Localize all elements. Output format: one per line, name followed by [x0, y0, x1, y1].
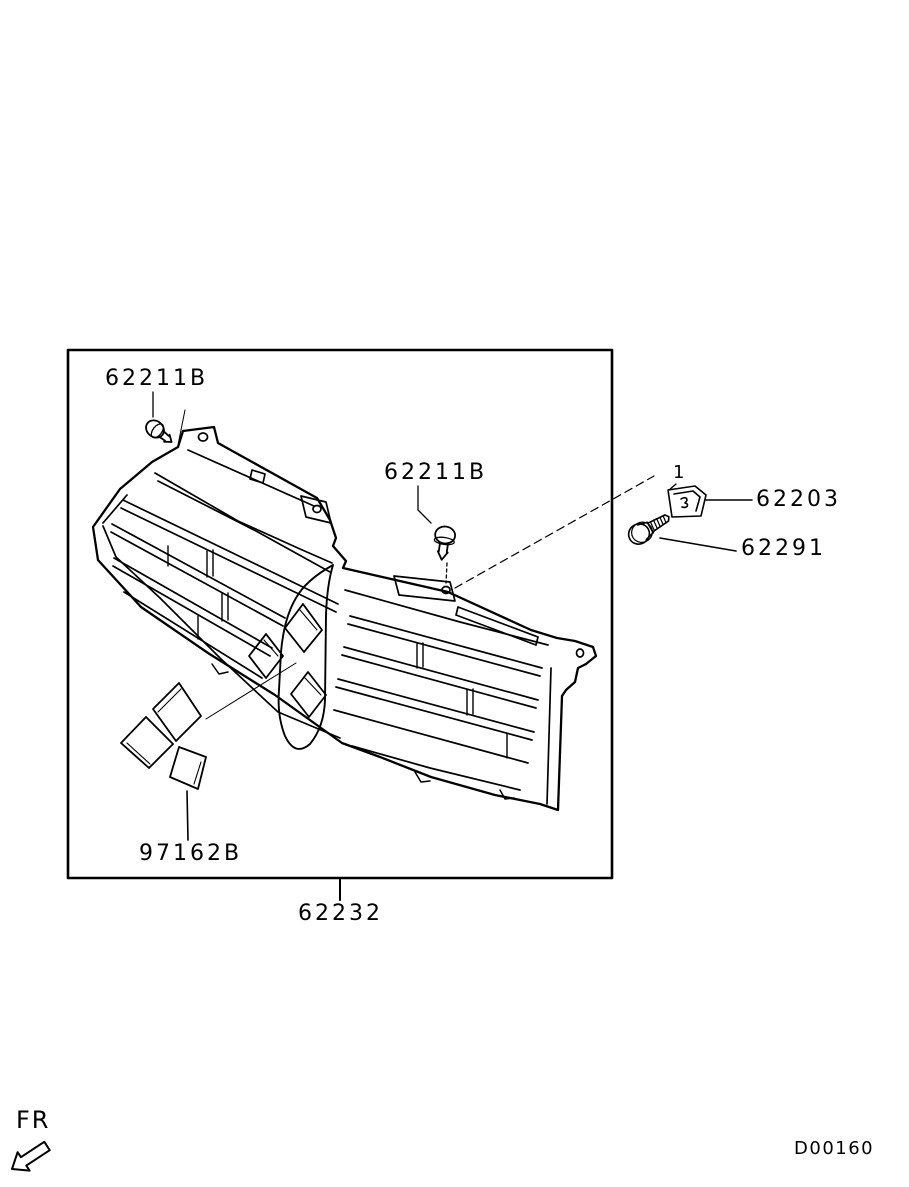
label-drawing-code: D00160 [794, 1138, 875, 1159]
emblem-housing [248, 564, 334, 750]
right-slats [333, 615, 543, 764]
label-grille-assembly: 62232 [298, 901, 383, 926]
clip-mount-hole [441, 585, 451, 595]
leader-lines [152, 391, 753, 901]
rear-tab-hole [312, 504, 322, 514]
grille-outline [91, 425, 598, 812]
clip-mount-plate [393, 575, 456, 602]
label-mount-bracket: 62203 [756, 487, 841, 512]
right-top-surface [344, 575, 585, 805]
leader-bolt [659, 537, 737, 552]
grille-emblem-diamonds [248, 603, 327, 718]
pointer-ref-to-bracket [668, 483, 677, 491]
label-clip-center: 62211B [384, 460, 488, 485]
push-clip-top-left-icon [145, 419, 173, 443]
grille-bottom-inner-line-right [351, 745, 521, 791]
grille-bottom-inner-line [102, 525, 341, 739]
emblem-part-icon [120, 682, 207, 790]
fr-direction-arrow-icon [11, 1140, 51, 1172]
rear-tab [300, 495, 332, 524]
leader-clip-center [417, 485, 432, 524]
label-reference-marker: 1 [673, 462, 686, 483]
tab-hole-left [197, 432, 209, 442]
pointer-emblem-location [205, 662, 297, 720]
left-slats [110, 499, 339, 679]
label-bolt: 62291 [741, 536, 826, 561]
dashed-line-to-bracket [454, 475, 655, 589]
leader-emblem [186, 790, 189, 841]
bottom-tabs [211, 663, 515, 800]
top-cover-details [154, 432, 333, 573]
pointer-clip-center-hole [445, 562, 448, 584]
end-bracket-hole [575, 648, 585, 658]
push-clip-center-icon [433, 525, 457, 561]
pointer-clip-location-left [177, 409, 186, 446]
label-clip-top-left: 62211B [105, 366, 209, 391]
label-front-direction: FR [16, 1106, 51, 1134]
bracket-clip-icon [667, 485, 707, 518]
label-emblem: 97162B [139, 841, 243, 866]
grille-assembly-drawing [91, 425, 598, 812]
bolt-icon [627, 514, 670, 545]
